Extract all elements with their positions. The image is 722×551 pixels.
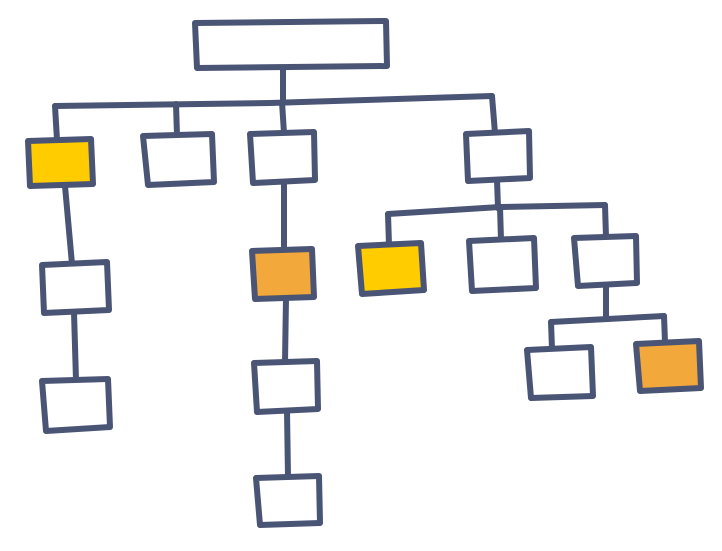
- connector-line: [62, 183, 75, 267]
- connector-lines: [52, 64, 668, 480]
- node-box: [247, 129, 318, 186]
- yellow-highlighted-node-box: [355, 240, 427, 297]
- node-box: [39, 259, 112, 316]
- connector-line: [52, 103, 60, 143]
- connector-line: [494, 177, 501, 211]
- node-box: [39, 376, 113, 434]
- node-box: [466, 235, 539, 294]
- connector-line: [282, 295, 289, 365]
- connector-line: [279, 99, 287, 136]
- node-box: [253, 473, 323, 528]
- node-box: [251, 358, 321, 415]
- root-node-box: [192, 18, 390, 71]
- connector-line: [71, 309, 79, 383]
- orange-highlighted-node-box: [249, 246, 317, 302]
- connector-line: [173, 101, 180, 138]
- connector-line: [385, 202, 608, 217]
- connector-line: [284, 408, 291, 480]
- orange-highlighted-node-box: [633, 338, 704, 394]
- connector-line: [602, 202, 609, 240]
- connector-line: [52, 93, 495, 109]
- node-box: [463, 128, 533, 184]
- node-boxes: [25, 18, 704, 528]
- node-box: [524, 344, 596, 401]
- connector-line: [489, 93, 498, 136]
- connector-line: [548, 319, 555, 352]
- yellow-highlighted-node-box: [25, 136, 96, 189]
- connector-line: [497, 204, 504, 243]
- node-box: [140, 131, 217, 188]
- node-box: [571, 233, 640, 289]
- connector-line: [385, 211, 392, 248]
- connector-line: [661, 313, 668, 345]
- connector-line: [548, 313, 667, 325]
